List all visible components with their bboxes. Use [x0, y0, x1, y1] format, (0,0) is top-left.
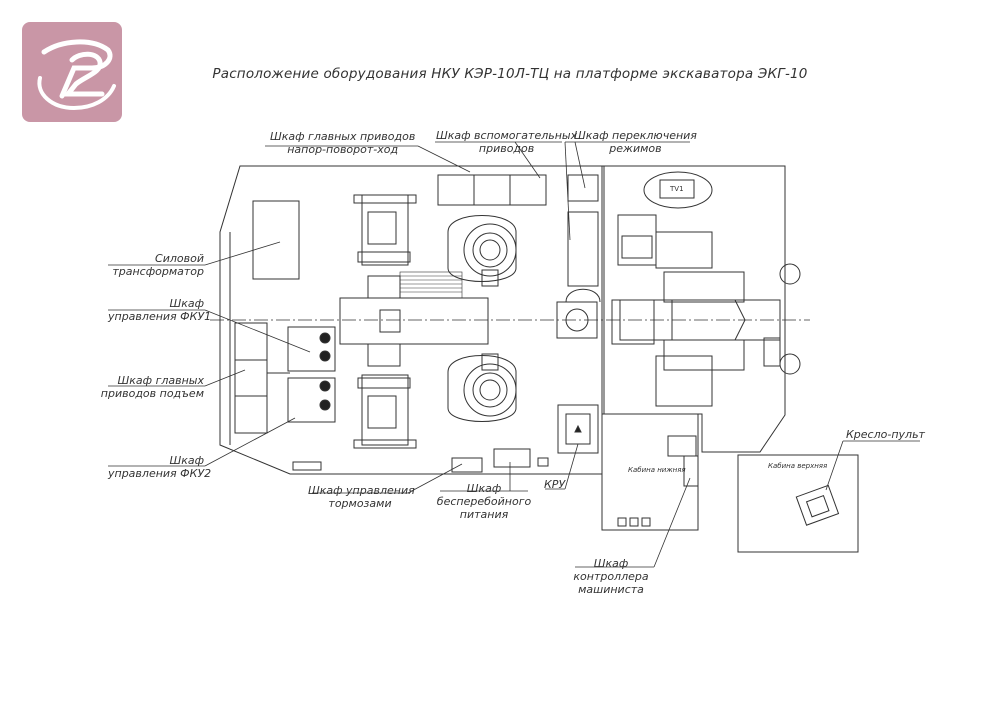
page-title: Расположение оборудования НКУ КЭР-10Л-ТЦ…: [212, 66, 808, 82]
fku1-cabinet: [287, 326, 336, 372]
central-gearbox: [339, 297, 489, 345]
aux-drives-cabinet: [437, 174, 547, 206]
brake-cabinet: [451, 457, 483, 473]
lower-cab-label: Кабина нижняя: [628, 466, 686, 474]
label-kru: КРУ: [544, 478, 566, 491]
upper-cab: [737, 454, 859, 553]
hoist-drum-upper: [447, 215, 517, 287]
kru-cabinet: [557, 404, 599, 454]
fku-cabinet-left: [234, 322, 268, 434]
logo-icon: [37, 39, 116, 111]
upper-cab-label: Кабина верхняя: [768, 462, 828, 470]
ups-cabinet: [493, 448, 531, 468]
label-chair-console: Кресло-пульт: [846, 428, 925, 441]
power-transformer: [252, 200, 300, 280]
company-logo: [22, 22, 122, 122]
chair-console: [795, 484, 840, 526]
fku2-cabinet: [287, 377, 336, 423]
tu1-label: TV1: [670, 185, 684, 193]
hoist-drum-lower: [447, 353, 517, 422]
